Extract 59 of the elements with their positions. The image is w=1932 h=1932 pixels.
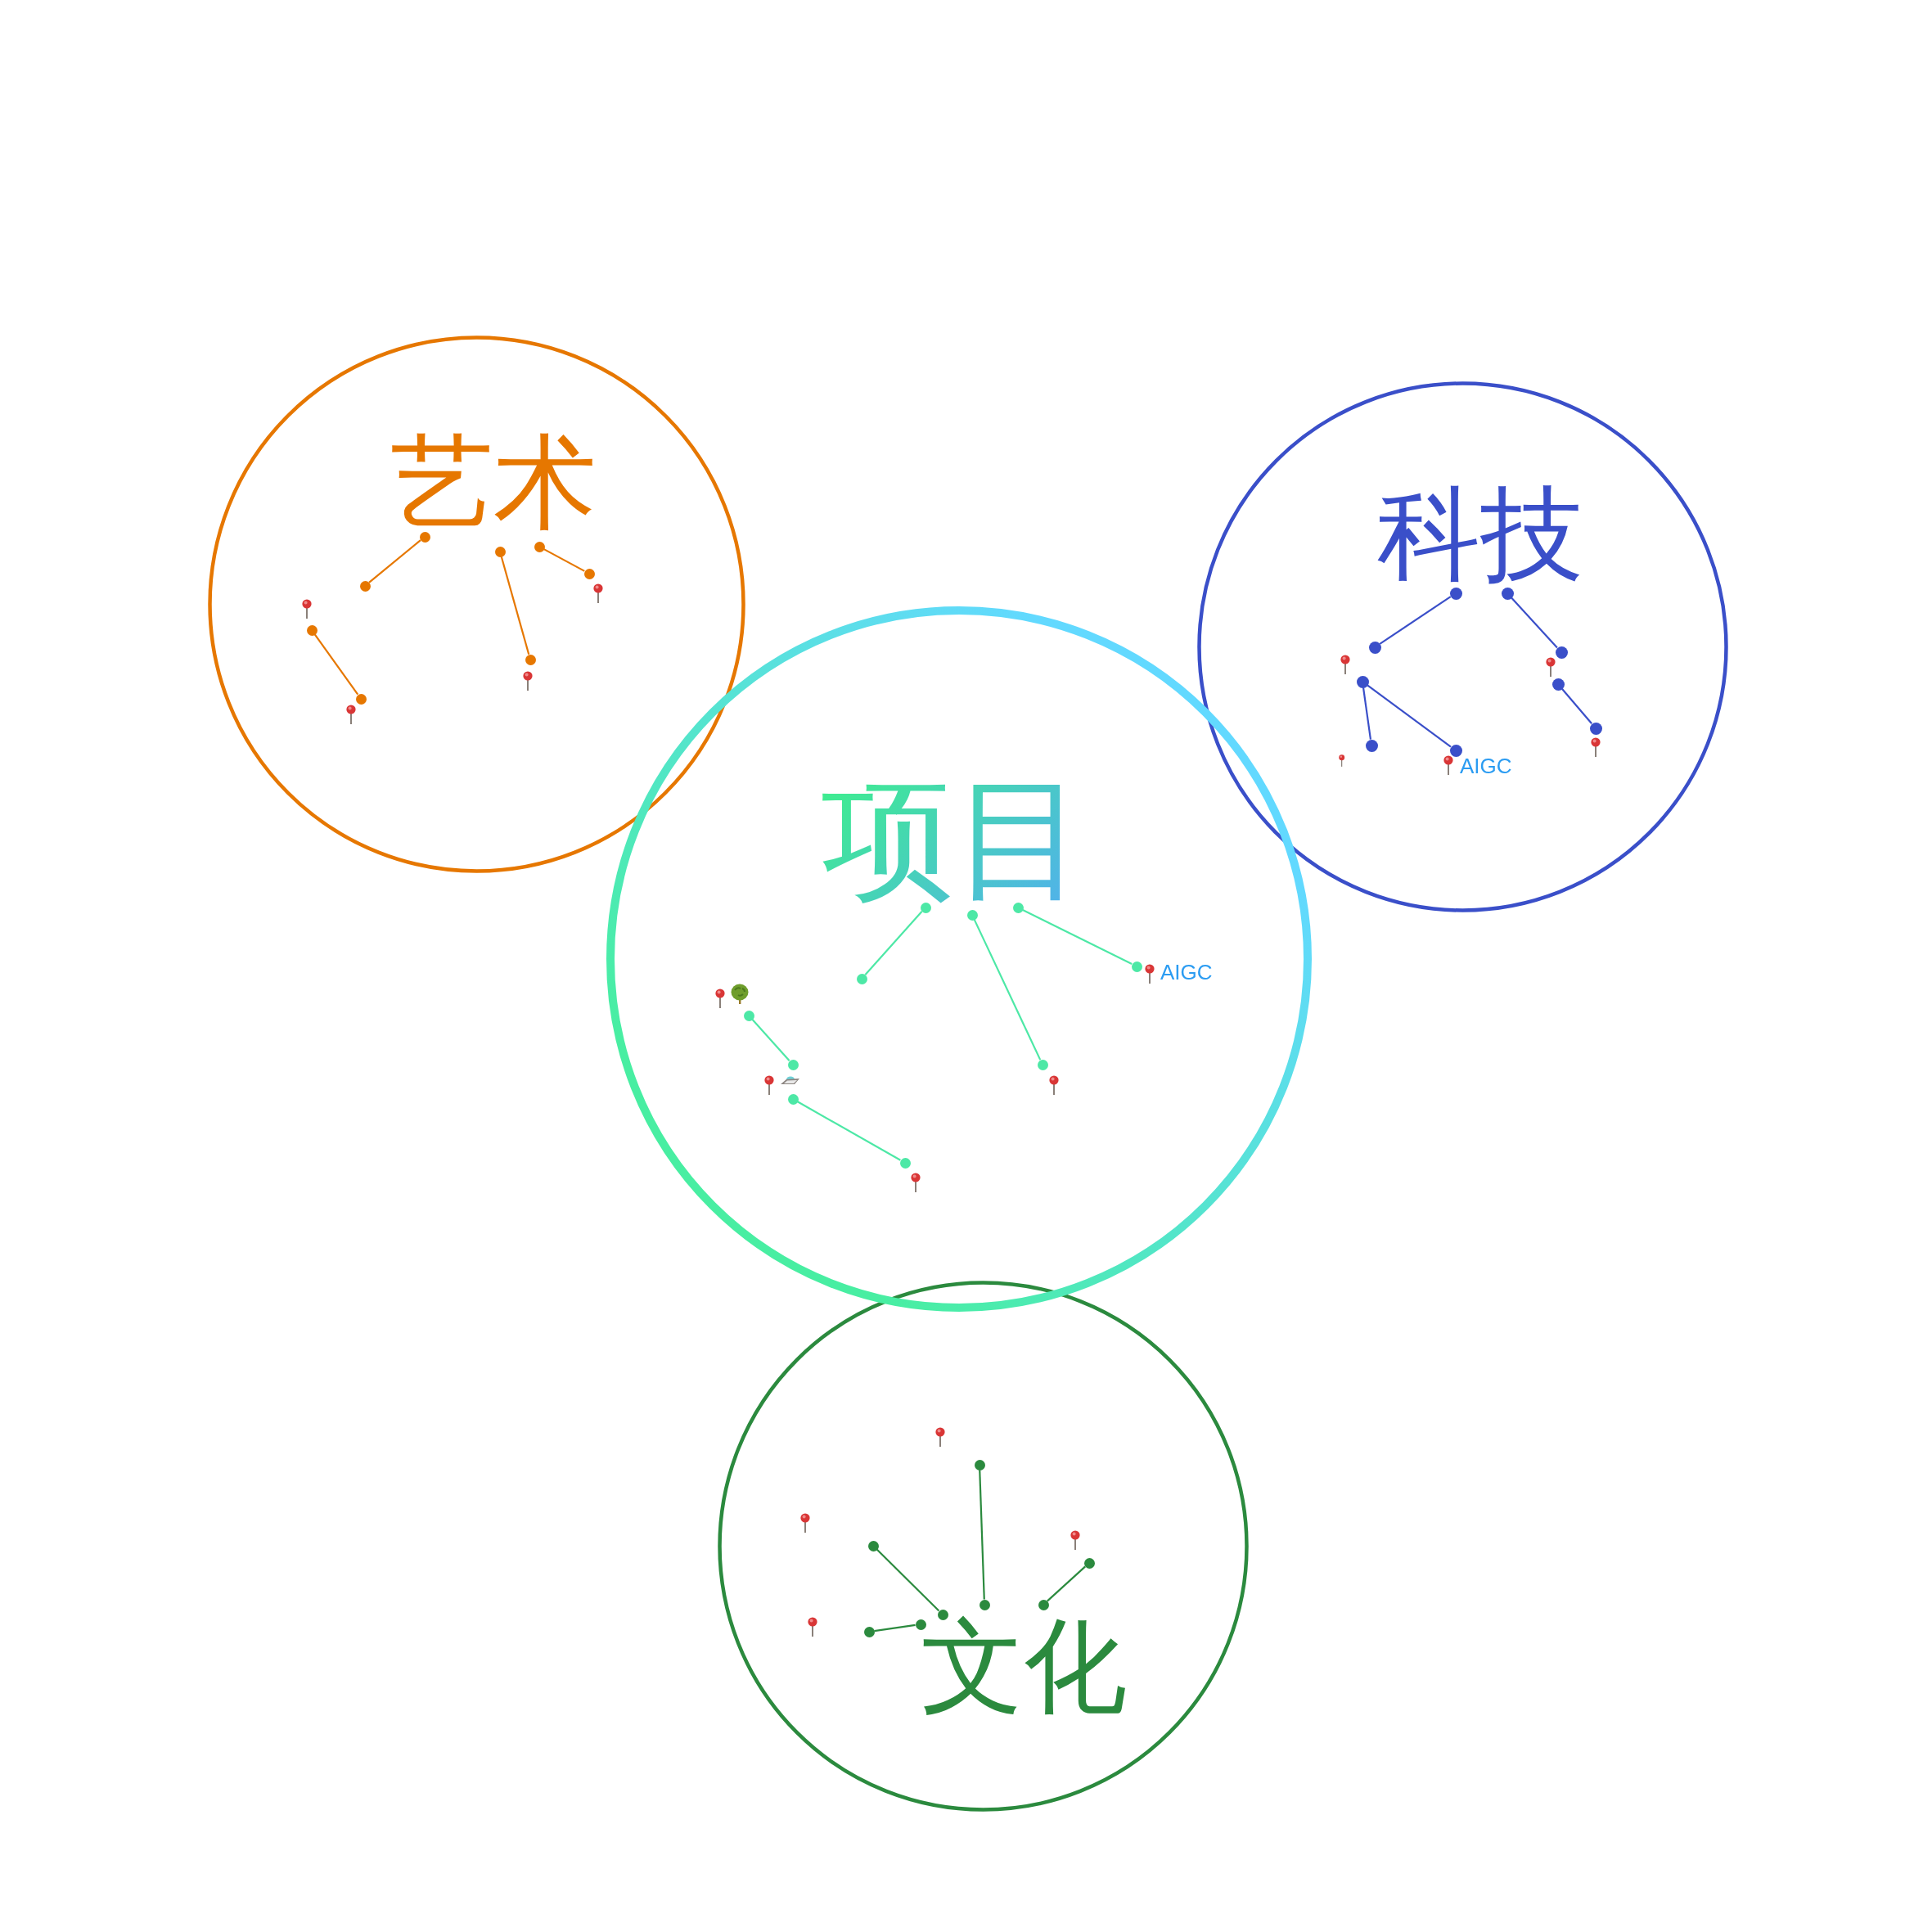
dot [787,1093,799,1105]
circle-title: 艺术 [390,431,597,534]
connector-line [1047,1565,1086,1602]
dot [1038,1599,1049,1610]
connector-line [1379,596,1452,645]
dot [1551,678,1565,691]
dot [355,693,367,705]
dot [1356,675,1369,688]
dot [1589,722,1602,735]
dot [1083,1557,1095,1569]
connector-line [1367,684,1452,748]
connector-line [313,633,359,696]
dot [979,1599,990,1610]
dot [419,531,430,543]
dot [1449,744,1462,757]
connector-line [1362,687,1372,740]
connector-line [864,911,923,975]
connector-line [751,1019,790,1061]
connector-line [1511,597,1558,649]
connector-line [876,1548,940,1612]
dot [974,1459,985,1470]
dot [899,1157,911,1169]
connector-line [500,556,530,655]
dot [1501,587,1514,600]
dot [1368,641,1381,654]
connector-line [797,1101,901,1161]
dot [494,546,506,557]
connector-line [973,919,1042,1061]
dot [1449,587,1462,600]
annotation-label: AIGC [1460,754,1512,778]
dot [920,902,931,913]
connector-line [1561,688,1592,724]
topic-circle [1195,379,1730,914]
dot [867,1540,879,1551]
dot [306,624,317,636]
circle-title: 文化 [921,1615,1127,1718]
dot [1037,1059,1048,1070]
topic-circle [715,1278,1250,1813]
dot [863,1626,875,1637]
dot [583,568,595,579]
connector-line [368,539,421,583]
circle-title: 科技 [1377,483,1583,586]
connector-line [979,1470,985,1600]
dot [359,580,371,592]
annotation-label: AIGC [1160,960,1213,984]
dot [525,654,536,665]
dot [856,973,867,984]
dot [1012,902,1024,913]
topic-circle [205,333,747,875]
dot [534,541,545,552]
connector-line [543,548,585,572]
connector-line [874,1624,916,1633]
dot [1555,646,1568,659]
dot [1131,961,1142,972]
connector-line [1022,908,1133,966]
dot [743,1010,754,1021]
dot [787,1059,799,1070]
dot [1365,739,1378,752]
dot [966,909,978,921]
